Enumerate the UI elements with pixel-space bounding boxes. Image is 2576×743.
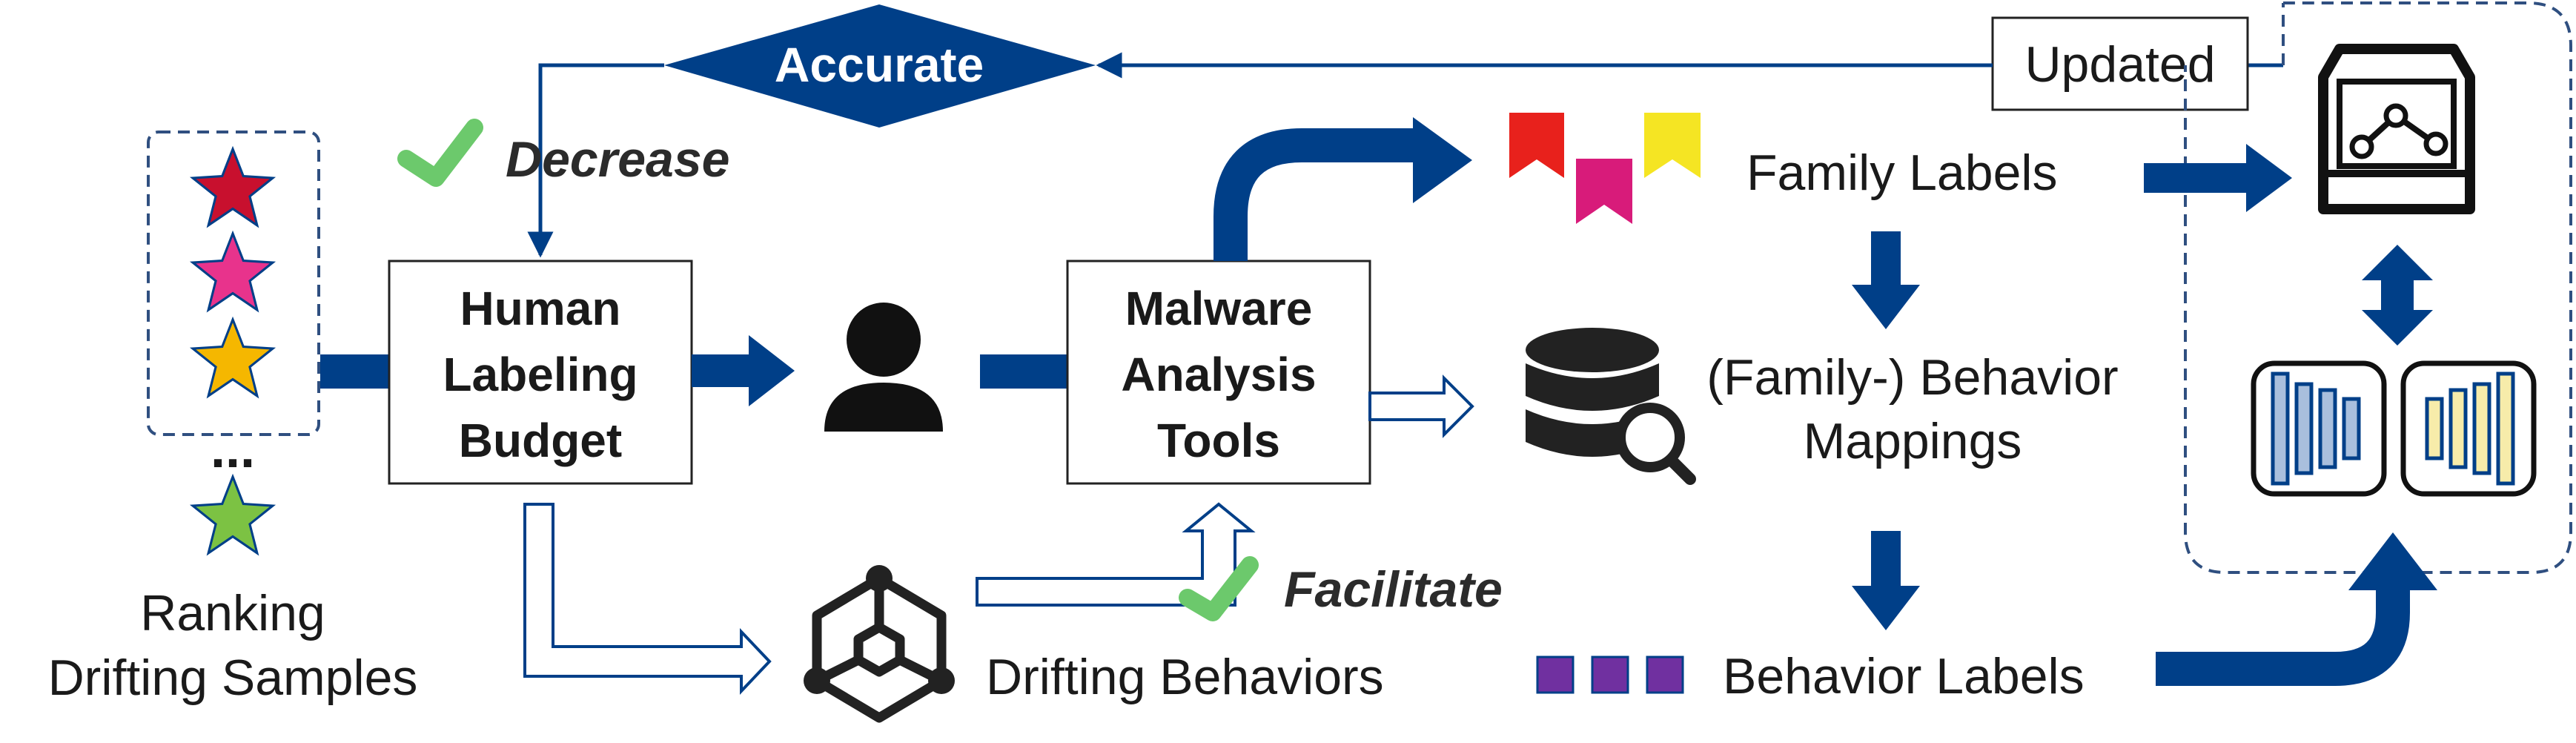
check-icon [397,119,483,187]
star-icon [191,318,274,397]
arrow-mappings-to-behavior-labels [1852,531,1920,630]
connector-bar [320,354,390,389]
behavior-square [1646,656,1684,694]
samples-label-line2: Drifting Samples [48,650,418,706]
person-icon [824,303,943,432]
feedback-arrow-down [527,63,664,258]
neural-network-icon [2400,360,2537,497]
budget-line3: Budget [459,414,622,467]
budget-line2: Labeling [443,348,638,401]
star-icon [191,148,274,227]
accurate-diamond [664,4,1096,128]
hexagon-node-dots [804,565,955,694]
database-search-icon [1526,328,1696,485]
budget-line1: Human [460,282,621,335]
tools-line3: Tools [1157,414,1280,467]
accurate-label: Accurate [775,37,984,92]
tools-line1: Malware [1125,282,1313,335]
mappings-line2: Mappings [1804,413,2022,469]
decrease-label: Decrease [506,131,729,188]
hexagon-network-icon [812,573,947,723]
arrow-behavior-labels-to-model [2156,586,2410,686]
samples-label-line1: Ranking [140,585,325,641]
family-labels-label: Family Labels [1746,145,2058,201]
drifting-behaviors-label: Drifting Behaviors [986,649,1384,705]
arrow-head [2348,532,2437,590]
arrow-family-to-model [2144,144,2292,212]
ellipsis: ... [211,420,255,479]
bookmark-flag-icon [1509,113,1564,178]
arrow-tools-to-mappings [1368,374,1474,438]
tools-box [1066,260,1371,485]
behavior-square [1536,656,1575,694]
double-arrow [2362,245,2433,346]
bookmark-flag-icon [1644,113,1701,178]
neural-network-icon [2251,360,2387,497]
arrow-behaviors-to-tools [976,502,1256,607]
arrow-budget-to-person [692,335,795,406]
connector-bar [980,354,1067,389]
model-box-icon [2318,44,2475,214]
arrow-family-to-mappings [1852,231,1920,329]
check-icon [1179,556,1259,621]
model-container [2184,1,2572,574]
star-icon [191,232,274,311]
mappings-line1: (Family-) Behavior [1706,349,2118,406]
updated-box [1991,16,2249,111]
facilitate-label: Facilitate [1284,561,1503,618]
behavior-labels-label: Behavior Labels [1723,648,2085,704]
updated-label: Updated [2024,36,2215,93]
star-icon [191,475,274,555]
tools-line2: Analysis [1121,348,1316,401]
arrow-tools-to-family-labels [1213,128,1416,261]
budget-box [388,260,693,485]
arrow-budget-to-behaviors [523,503,772,696]
bookmark-flag-icon [1576,159,1632,224]
arrow-head [1413,117,1472,203]
behavior-square [1591,656,1629,694]
